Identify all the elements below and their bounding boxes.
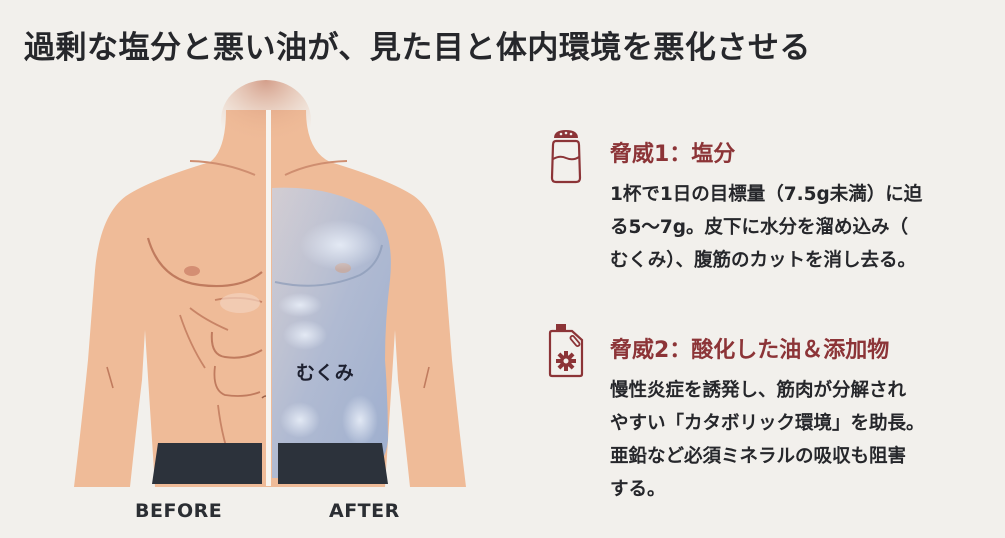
oil-canister-gear-icon xyxy=(546,322,590,382)
description-line: 1杯で1日の目標量（7.5g未満）に迫 xyxy=(610,184,923,205)
description-line: する。 xyxy=(610,479,666,500)
threat-title: 脅威1：塩分 xyxy=(610,142,736,167)
description-line: 亜鉛など必須ミネラルの吸収も阻害 xyxy=(610,446,907,467)
before-label: BEFORE xyxy=(135,500,223,522)
swelling-annotation: むくみ xyxy=(296,362,354,384)
threat-description: 慢性炎症を誘発し、筋肉が分解され やすい「カタボリック環境」を助長。 亜鉛など必… xyxy=(610,374,980,506)
salt-shaker-icon xyxy=(546,126,586,192)
after-label: AFTER xyxy=(329,500,400,522)
threat-title: 脅威2：酸化した油＆添加物 xyxy=(610,338,890,363)
page-title: 過剰な塩分と悪い油が、見た目と体内環境を悪化させる xyxy=(24,30,811,66)
divider-line xyxy=(266,110,271,486)
threat-description: 1杯で1日の目標量（7.5g未満）に迫 る5〜7g。皮下に水分を溜め込み（ むく… xyxy=(610,178,980,277)
torso-illustration xyxy=(74,80,466,487)
description-line: むくみ）、腹筋のカットを消し去る。 xyxy=(610,250,916,271)
threat-oil: 脅威2：酸化した油＆添加物 慢性炎症を誘発し、筋肉が分解され やすい「カタボリッ… xyxy=(540,322,980,512)
description-line: る5〜7g。皮下に水分を溜め込み（ xyxy=(610,217,908,238)
description-line: やすい「カタボリック環境」を助長。 xyxy=(610,413,925,434)
threat-salt: 脅威1：塩分 1杯で1日の目標量（7.5g未満）に迫 る5〜7g。皮下に水分を溜… xyxy=(540,126,980,276)
before-after-illustration: むくみ BEFORE AFTER xyxy=(74,80,466,522)
description-line: 慢性炎症を誘発し、筋肉が分解され xyxy=(610,380,907,401)
